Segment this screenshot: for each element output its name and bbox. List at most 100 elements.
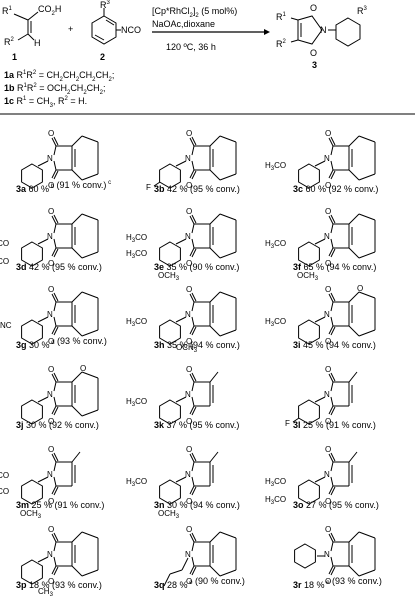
oxygen-label: O [325, 577, 331, 586]
methoxy-label: OCH3 [158, 509, 180, 520]
reagent2-label: 2 [100, 52, 105, 62]
nitrogen-label: N [324, 390, 330, 399]
definition-1c: 1c R1 = CH3, R2 = H. [4, 96, 87, 109]
oxygen-label: O [186, 445, 192, 454]
nitrogen-label: N [185, 232, 191, 241]
nitrogen-label: N [47, 232, 53, 241]
nitrogen-label: N [324, 154, 330, 163]
compound-caption: 3j 30 % (92 % conv.) [16, 420, 99, 430]
oxygen-label: O [325, 259, 331, 268]
product-n: N [320, 25, 327, 35]
nitrogen-label: N [47, 310, 53, 319]
methoxy-label: OCH3 [176, 343, 198, 354]
compound-caption: 3o 27 % (95 % conv.) [293, 500, 379, 510]
product-r3: R3 [357, 6, 368, 16]
nitrogen-label: N [324, 232, 330, 241]
methoxy-label: H3CO [126, 397, 147, 408]
oxygen-label: O [48, 181, 54, 190]
product-label: 3 [312, 60, 317, 70]
reagent1-r2: R2 [4, 37, 15, 47]
compound-caption: 3n 30 % (94 % conv.) [154, 500, 240, 510]
definition-1b: 1b R1R2 = OCH2CH2CH2; [4, 83, 106, 96]
oxygen-label: O [186, 497, 192, 506]
compound-caption: 3k 37 % (95 % conv.) [154, 420, 239, 430]
plus-sign: + [68, 24, 73, 34]
conditions-temp-time: 120 ºC, 36 h [166, 42, 216, 52]
product-r2: R2 [276, 39, 287, 49]
reagent-1-structure: R1 CO2H R2 H 1 [2, 4, 61, 62]
scheme-header: R1 CO2H R2 H 1 + R3 NCO 2 [Cp*RhCl2]2 (5 [0, 0, 415, 115]
reagent2-nco: NCO [121, 25, 141, 35]
reagent2-r3: R3 [100, 0, 111, 10]
methoxy-label: H3CO [0, 239, 9, 250]
reagent1-label: 1 [12, 52, 17, 62]
nitrogen-label: N [47, 154, 53, 163]
compound-3m: NOOH3COH3COOCH33m 25 % (91 % conv.) [0, 445, 104, 520]
oxygen-label: O [186, 337, 192, 346]
oxygen-label: O [48, 497, 54, 506]
nitrogen-label: N [185, 154, 191, 163]
compound-caption: 3e 35 % (90 % conv.) [154, 262, 239, 272]
oxygen-label: O [186, 129, 192, 138]
methoxy-label: H3CO [265, 317, 286, 328]
oxygen-label: O [186, 259, 192, 268]
oxygen-label: O [48, 525, 54, 534]
nitrogen-label: N [47, 390, 53, 399]
oxygen-label: O [357, 284, 363, 293]
compound-caption: 3g 30 % d (93 % conv.) [16, 336, 107, 350]
product-o-top: O [310, 3, 317, 13]
oxygen-label: O [186, 181, 192, 190]
reagent1-r1: R1 [2, 6, 13, 16]
compound-caption: 3m 25 % (91 % conv.) [16, 500, 104, 510]
methoxy-label: H3CO [265, 239, 286, 250]
methoxy-label: OCH3 [297, 271, 319, 282]
compound-caption: 3p 18 % (93 % conv.) [16, 580, 102, 590]
methoxy-label: H3CO [0, 471, 9, 482]
nitrogen-label: N [185, 550, 191, 559]
methoxy-label: H3CO [0, 257, 9, 268]
methoxy-label: H3CO [126, 477, 147, 488]
oxygen-label: O [325, 337, 331, 346]
oxygen-label: O [48, 337, 54, 346]
nitrogen-label: N [324, 310, 330, 319]
oxygen-label: O [186, 525, 192, 534]
oxygen-label: O [325, 207, 331, 216]
oxygen-label: O [325, 285, 331, 294]
methoxy-label: H3CO [265, 161, 286, 172]
oxygen-label: O [48, 417, 54, 426]
nitrile-label: NC [0, 321, 12, 330]
definition-1a: 1a R1R2 = CH2CH2CH2CH2; [4, 70, 114, 83]
compound-caption: 3h 35 % (94 % conv.) [154, 340, 240, 350]
compound-caption: 3a 60 % b (91 % conv.) c [16, 180, 111, 194]
nitrogen-label: N [324, 470, 330, 479]
oxygen-label: O [186, 285, 192, 294]
reaction-conditions: [Cp*RhCl2]2 (5 mol%) NaOAc,dioxane 120 º… [152, 6, 270, 52]
methoxy-label: H3CO [126, 317, 147, 328]
nitrogen-label: N [185, 470, 191, 479]
nitrogen-label: N [185, 310, 191, 319]
oxygen-label: O [325, 365, 331, 374]
oxygen-label: O [186, 417, 192, 426]
oxygen-label: O [325, 181, 331, 190]
methoxy-label: H3CO [0, 487, 9, 498]
fluorine-label: F [285, 419, 290, 428]
nitrogen-label: N [47, 550, 53, 559]
nitrogen-label: N [185, 390, 191, 399]
compound-caption: 3r 18 % e (93 % conv.) [293, 576, 382, 590]
methoxy-label: OCH3 [158, 271, 180, 282]
product-structure: R1 R2 O O N R3 3 [276, 3, 368, 70]
